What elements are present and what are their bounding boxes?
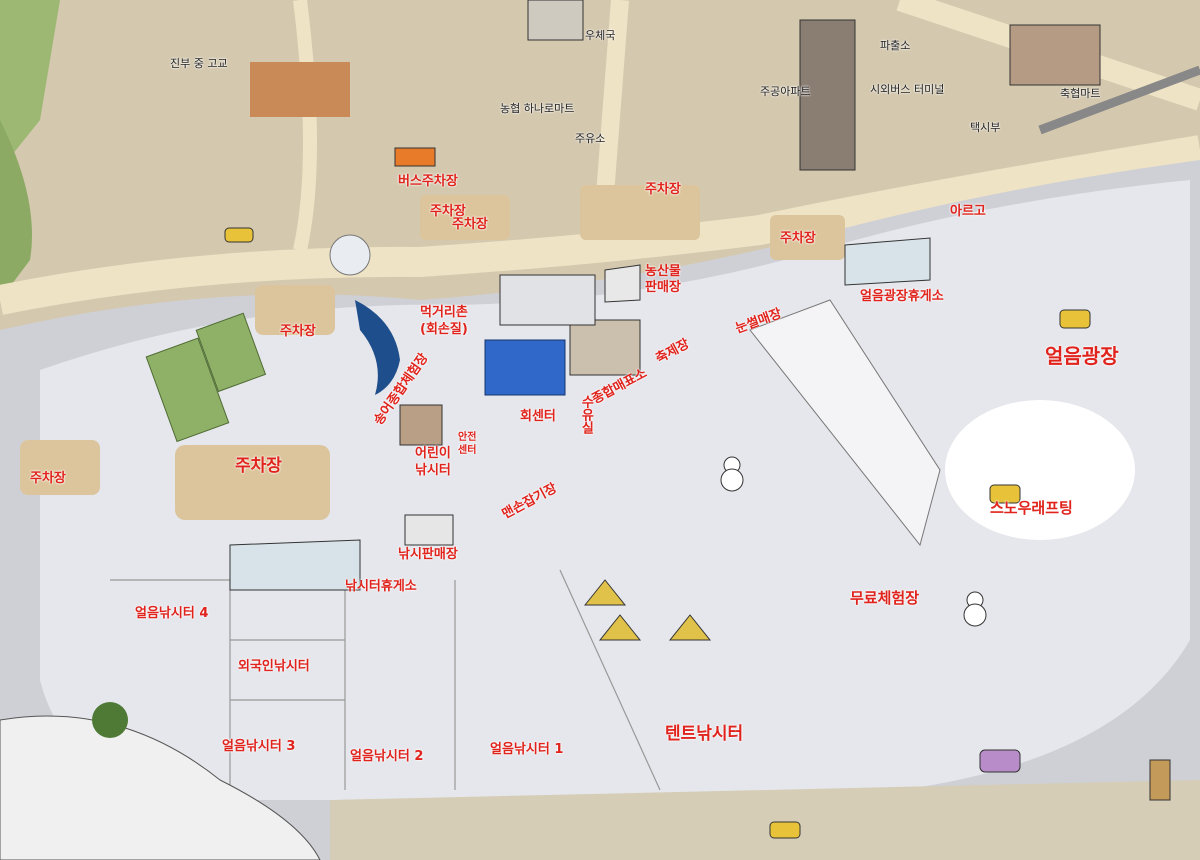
label-parking: 주차장 xyxy=(30,471,66,486)
snowman-icon xyxy=(720,456,744,492)
label-kids-fishing-2: 낚시터 xyxy=(415,463,451,478)
label-parking-main: 주차장 xyxy=(235,456,282,476)
label-ice-plaza: 얼음광장 xyxy=(1045,344,1119,368)
label-free-experience: 무료체험장 xyxy=(850,589,920,607)
trout-sculpture-icon xyxy=(355,300,400,395)
label-safety-center-2: 센터 xyxy=(458,445,477,456)
label-safety-center-1: 안전 xyxy=(458,432,477,443)
deer-icon xyxy=(1149,759,1171,801)
label-snow-rafting: 스노우래프팅 xyxy=(990,499,1073,517)
car-icon xyxy=(769,821,801,839)
label-bus-terminal: 시외버스 터미널 xyxy=(870,83,945,96)
label-parking: 주차장 xyxy=(452,217,488,232)
tree-icon xyxy=(92,702,128,738)
label-nonghyup-hanaro: 농협 하나로마트 xyxy=(500,102,575,115)
bus-icon xyxy=(394,147,436,167)
label-post-office: 우체국 xyxy=(585,29,616,42)
label-fishing-shop: 낚시판매장 xyxy=(398,547,458,562)
label-ice-plaza-rest: 얼음광장휴게소 xyxy=(860,289,944,304)
label-parking: 주차장 xyxy=(780,231,816,246)
tent-icon xyxy=(583,579,627,606)
label-ice-fishing-1: 얼음낚시터 1 xyxy=(490,742,564,757)
label-farm-shop-1: 농산물 xyxy=(645,264,681,279)
snowman-icon xyxy=(963,591,987,627)
label-jugong-apt: 주공아파트 xyxy=(760,85,811,98)
label-parking: 주차장 xyxy=(430,204,466,219)
tent-icon xyxy=(668,614,712,641)
label-water-station: 수유실 xyxy=(578,395,594,434)
tree-icon xyxy=(329,234,371,276)
label-parking: 주차장 xyxy=(280,324,316,339)
tent-icon xyxy=(598,614,642,641)
label-taxi: 택시부 xyxy=(970,121,1001,134)
label-food-village-2: (회손질) xyxy=(420,322,468,337)
atv-icon xyxy=(989,484,1021,504)
label-fishing-rest: 낚시터휴게소 xyxy=(345,579,417,594)
label-argo: 아르고 xyxy=(950,204,986,219)
label-tent-fishing: 텐트낚시터 xyxy=(665,724,744,744)
label-food-village-1: 먹거리촌 xyxy=(420,305,468,320)
car-icon xyxy=(224,227,254,243)
label-nonghyup-mart: 축협마트 xyxy=(1060,87,1101,100)
label-sashimi-center: 회센터 xyxy=(520,409,556,424)
label-farm-shop-2: 판매장 xyxy=(645,280,681,295)
label-gas-station-town: 주유소 xyxy=(575,132,606,145)
label-foreigner-fishing: 외국인낚시터 xyxy=(238,659,310,674)
label-ice-fishing-4: 얼음낚시터 4 xyxy=(135,606,209,621)
label-ice-fishing-3: 얼음낚시터 3 xyxy=(222,739,296,754)
label-ice-fishing-2: 얼음낚시터 2 xyxy=(350,749,424,764)
label-jinbu-school: 진부 중 고교 xyxy=(170,57,228,70)
label-police-box: 파출소 xyxy=(880,39,911,52)
label-kids-fishing-1: 어린이 xyxy=(415,446,451,461)
car-icon xyxy=(979,749,1021,773)
atv-icon xyxy=(1059,309,1091,329)
label-bus-parking: 버스주차장 xyxy=(398,174,458,189)
label-parking: 주차장 xyxy=(645,182,681,197)
